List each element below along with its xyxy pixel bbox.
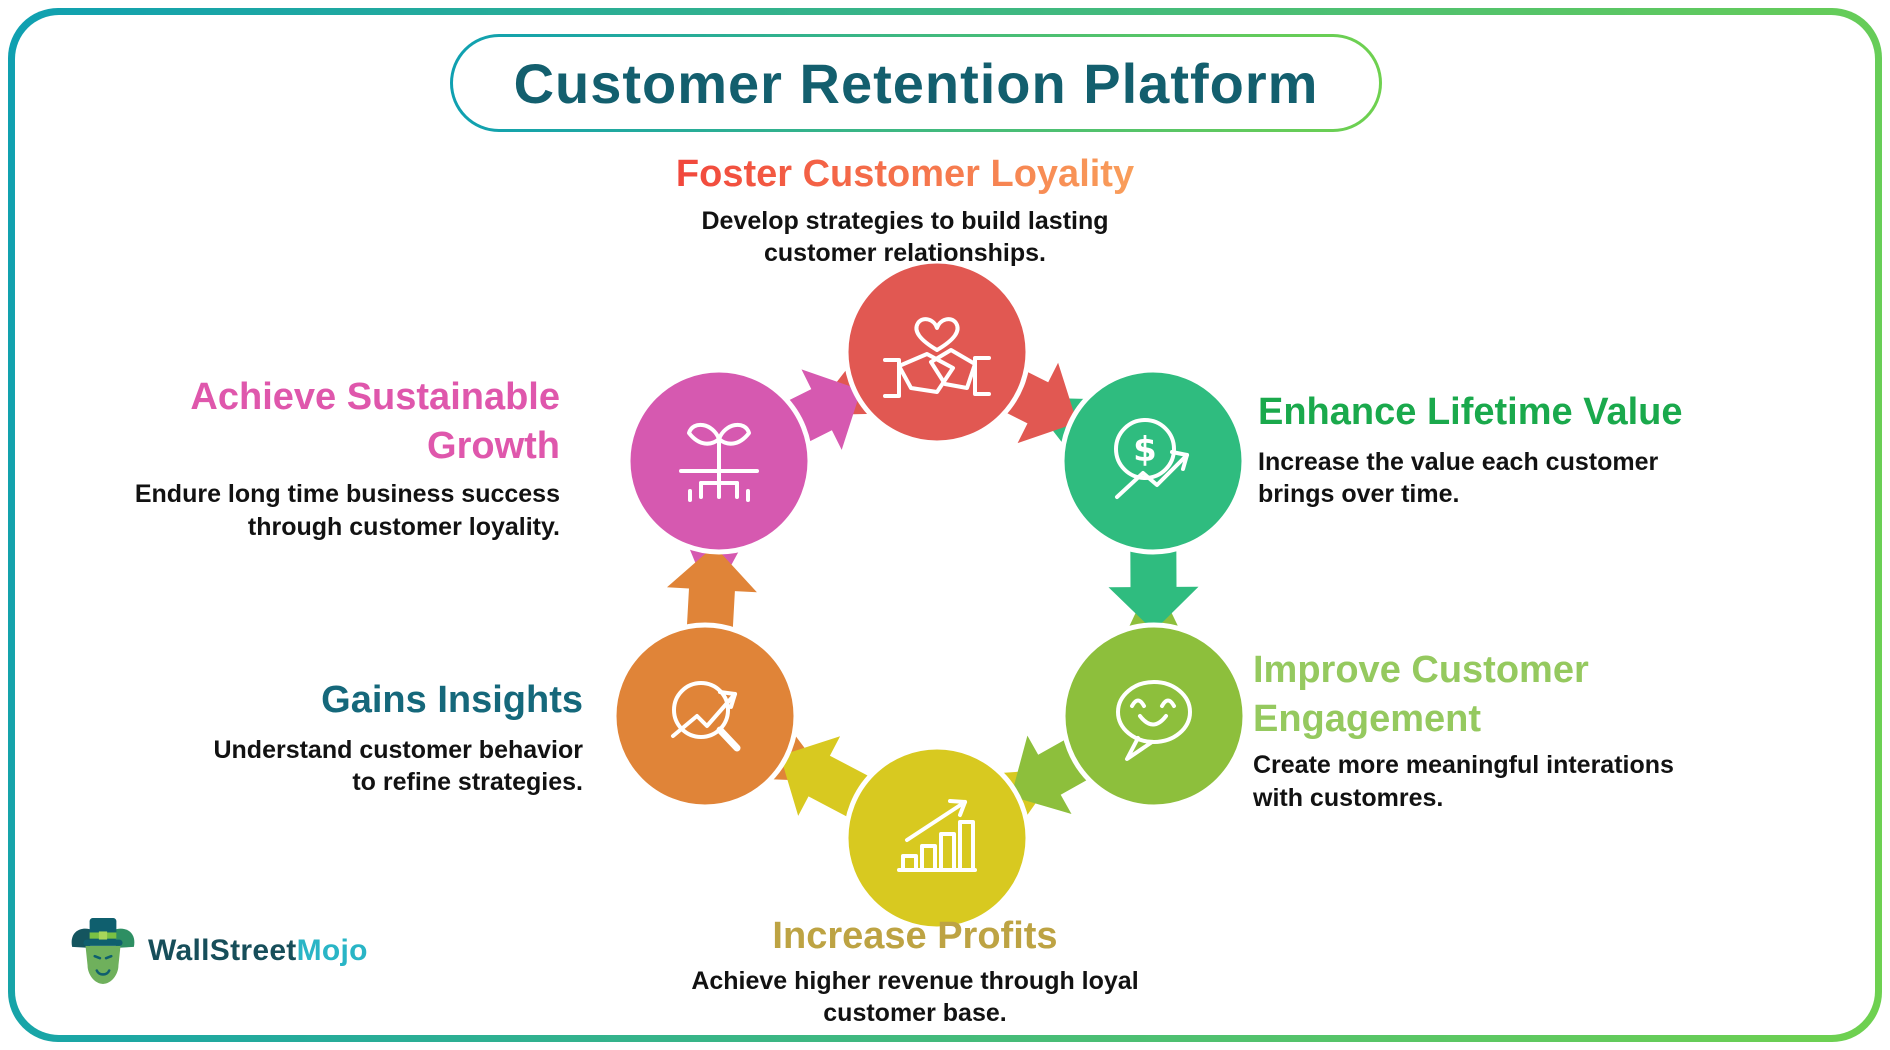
bull-mascot-icon [71,918,135,984]
page-border-frame [8,8,1882,1042]
section-description: Endure long time business success throug… [134,480,560,541]
arrow-lifetime-to-engagement [1108,536,1199,631]
section-heading: Gains Insights [321,679,583,721]
sprout-roots-icon [679,422,759,502]
section-description: Understand customer behavior to refine s… [213,735,583,797]
arrow-insights-to-growth [667,545,757,642]
node-engagement-circle [1060,622,1248,810]
section-description: Increase the value each customer brings … [1258,447,1659,509]
section-foster-loyalty: Foster Customer Loyality Develop strateg… [605,150,1205,270]
section-gains-insights: Gains Insights Understand customer behav… [103,676,583,799]
section-lifetime-value: Enhance Lifetime Value Increase the valu… [1258,388,1738,511]
bar-chart-growth-icon [897,799,977,872]
wallstreetmojo-logo: WallStreetMojo [70,916,368,986]
smiley-chat-bubble-icon [1116,680,1192,761]
logo-mojo-text: Mojo [296,934,368,967]
node-lifetime-circle [1059,367,1247,555]
section-description: Create more meaningful interations with … [1253,751,1674,812]
dollar-growth-icon: $ [1114,418,1189,499]
section-customer-engagement: Improve Customer Engagement Create more … [1253,646,1733,814]
handshake-heart-icon [883,317,991,398]
section-heading: Enhance Lifetime Value [1258,391,1683,433]
section-description: Develop strategies to build lasting cust… [701,206,1109,268]
logo-wordmark: WallStreetMojo [148,934,368,968]
svg-text:$: $ [1133,430,1157,470]
magnifier-trend-icon [671,681,741,752]
section-sustainable-growth: Achieve Sustainable Growth Endure long t… [60,373,560,543]
section-description: Achieve higher revenue through loyal cus… [691,966,1139,1028]
logo-wallstreet-text: WallStreet [148,934,297,967]
section-heading: Foster Customer Loyality [676,150,1134,199]
node-profits-circle [843,744,1031,932]
section-heading: Achieve Sustainable Growth [190,376,560,467]
section-heading: Increase Profits [772,915,1058,957]
section-heading: Improve Customer Engagement [1253,649,1589,740]
section-increase-profits: Increase Profits Achieve higher revenue … [665,912,1165,1030]
node-insights-circle [611,622,799,810]
page-title: Customer Retention Platform [513,51,1319,115]
title-pill: Customer Retention Platform [450,34,1382,132]
